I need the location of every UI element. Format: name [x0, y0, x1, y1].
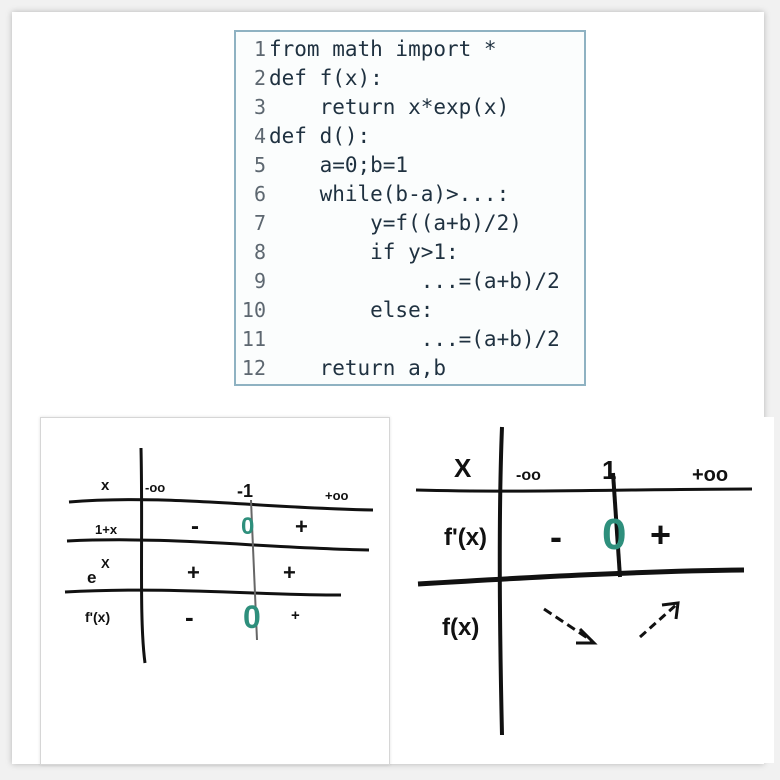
critical-point-line [250, 499, 258, 641]
code-line: 12 return a,b [236, 353, 584, 382]
code-text: else: [269, 297, 434, 322]
code-line: 9 ...=(a+b)/2 [236, 266, 584, 295]
row-label-derivative: f'(x) [85, 609, 110, 625]
line-number: 3 [253, 94, 266, 119]
code-text: from math import * [269, 36, 497, 61]
sign-plus: + [187, 560, 200, 585]
code-line: 8 if y>1: [236, 237, 584, 266]
row-label-exp-superscript: X [101, 556, 110, 571]
code-text: ...=(a+b)/2 [269, 268, 560, 293]
plus-infinity: +oo [325, 488, 349, 503]
line-number: 8 [253, 239, 266, 264]
line-number: 12 [241, 355, 266, 380]
zero-mark: 0 [602, 510, 626, 559]
critical-value: 1 [602, 455, 616, 485]
line-number: 6 [253, 181, 266, 206]
minus-infinity: -oo [145, 480, 165, 495]
line-number: 11 [241, 326, 266, 351]
derivative-label: f'(x) [444, 524, 487, 551]
sign-minus: - [191, 513, 199, 540]
table-vertical-line [139, 447, 147, 664]
table-horizontal-line [417, 567, 745, 587]
zero-mark: 0 [241, 513, 254, 540]
sign-table-right-drawing: X -oo 1 +oo f'(x) - 0 + f(x) [415, 426, 753, 736]
code-line: 7 y=f((a+b)/2) [236, 208, 584, 237]
sign-minus: - [550, 516, 562, 557]
line-number: 7 [253, 210, 266, 235]
plus-infinity: +oo [692, 464, 728, 486]
code-text: y=f((a+b)/2) [269, 210, 522, 235]
table-horizontal-line [64, 588, 342, 597]
sign-minus: - [185, 602, 194, 632]
sign-plus: + [291, 607, 300, 624]
code-text: return x*exp(x) [269, 94, 510, 119]
sign-table-left: x -oo -1 +oo 1+x - 0 + e X + + f'(x) - 0… [40, 417, 390, 765]
function-label: f(x) [442, 614, 479, 641]
critical-point-line [611, 472, 622, 578]
line-number: 2 [253, 65, 266, 90]
sign-table-right: X -oo 1 +oo f'(x) - 0 + f(x) [404, 417, 774, 763]
sign-plus: + [283, 560, 296, 585]
sign-plus: + [650, 514, 671, 555]
row-label-1-plus-x: 1+x [95, 522, 118, 537]
code-text: if y>1: [269, 239, 459, 264]
code-line: 11 ...=(a+b)/2 [236, 324, 584, 353]
code-text: ...=(a+b)/2 [269, 326, 560, 351]
table-horizontal-line [66, 538, 370, 552]
code-line: 6 while(b-a)>...: [236, 179, 584, 208]
code-line: 5 a=0;b=1 [236, 150, 584, 179]
code-text: def f(x): [269, 65, 383, 90]
table-vertical-line [497, 426, 504, 736]
code-text: while(b-a)>...: [269, 181, 510, 206]
table-horizontal-line [68, 498, 374, 512]
sign-plus: + [295, 514, 308, 539]
zero-mark: 0 [243, 599, 261, 635]
line-number: 4 [253, 123, 266, 148]
x-label: x [101, 477, 110, 494]
line-number: 10 [241, 297, 266, 322]
code-text: def d(): [269, 123, 371, 148]
code-text: a=0;b=1 [269, 152, 409, 177]
sign-table-left-drawing: x -oo -1 +oo 1+x - 0 + e X + + f'(x) - 0… [64, 447, 374, 664]
critical-value: -1 [237, 481, 253, 501]
minus-infinity: -oo [516, 467, 541, 484]
line-number: 5 [253, 152, 266, 177]
code-line: 3 return x*exp(x) [236, 92, 584, 121]
increasing-arrow-icon [639, 601, 680, 639]
table-horizontal-line [415, 487, 753, 493]
row-label-exp: e [87, 568, 96, 587]
line-number: 1 [253, 36, 266, 61]
x-label: X [454, 453, 472, 483]
code-line: 10 else: [236, 295, 584, 324]
code-text: return a,b [269, 355, 447, 380]
line-number: 9 [253, 268, 266, 293]
decreasing-arrow-icon [543, 607, 598, 645]
